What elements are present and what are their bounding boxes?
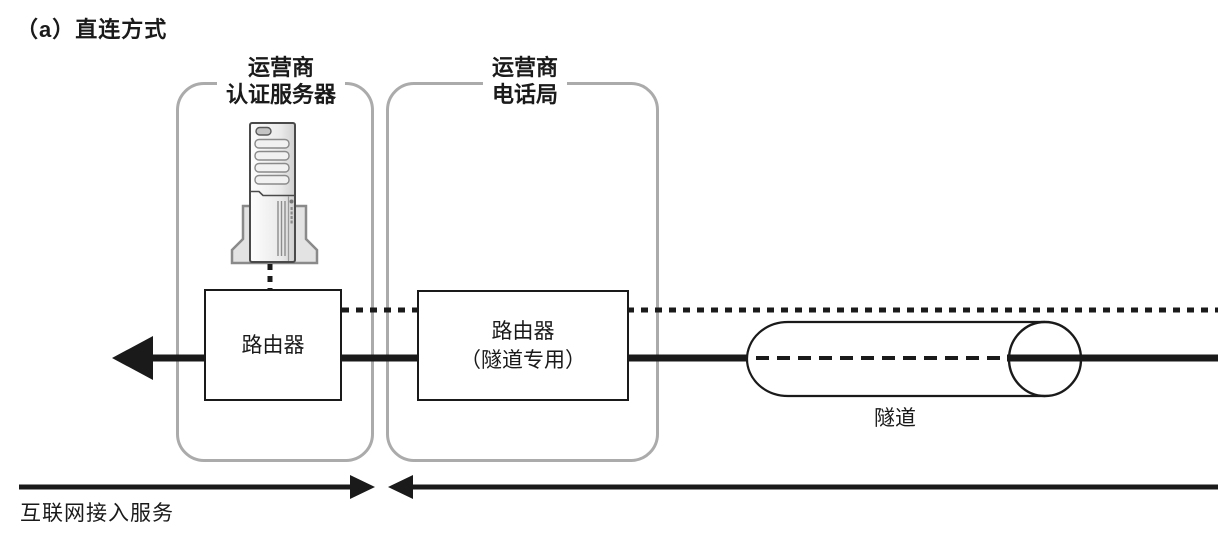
internet-access-service-label: 互联网接入服务 [20,502,174,525]
group-telephone-office-label-line2: 电话局 [491,82,559,107]
tunnel-router-box-label-line1: 路由器 [491,319,555,343]
tunnel-router-box-label-line2: （隧道专用） [460,348,586,372]
router-box: 路由器 [204,289,342,401]
tunnel-scope-arrow-left [388,475,1218,499]
tunnel-router-box: 路由器 （隧道专用） [417,290,629,401]
server-icon [230,122,319,265]
internet-access-arrow-right [19,475,375,499]
diagram-title: （a）直连方式 [16,17,168,42]
group-auth-server-label: 运营商 认证服务器 [216,54,346,108]
group-auth-server-label-line1: 运营商 [247,55,315,80]
group-auth-server-label-line2: 认证服务器 [225,82,337,107]
group-telephone-office-label: 运营商 电话局 [482,54,568,108]
tunnel-label: 隧道 [874,407,916,430]
group-telephone-office-label-line1: 运营商 [491,55,559,80]
left-arrowhead-icon [112,336,153,380]
router-box-label: 路由器 [241,333,305,357]
